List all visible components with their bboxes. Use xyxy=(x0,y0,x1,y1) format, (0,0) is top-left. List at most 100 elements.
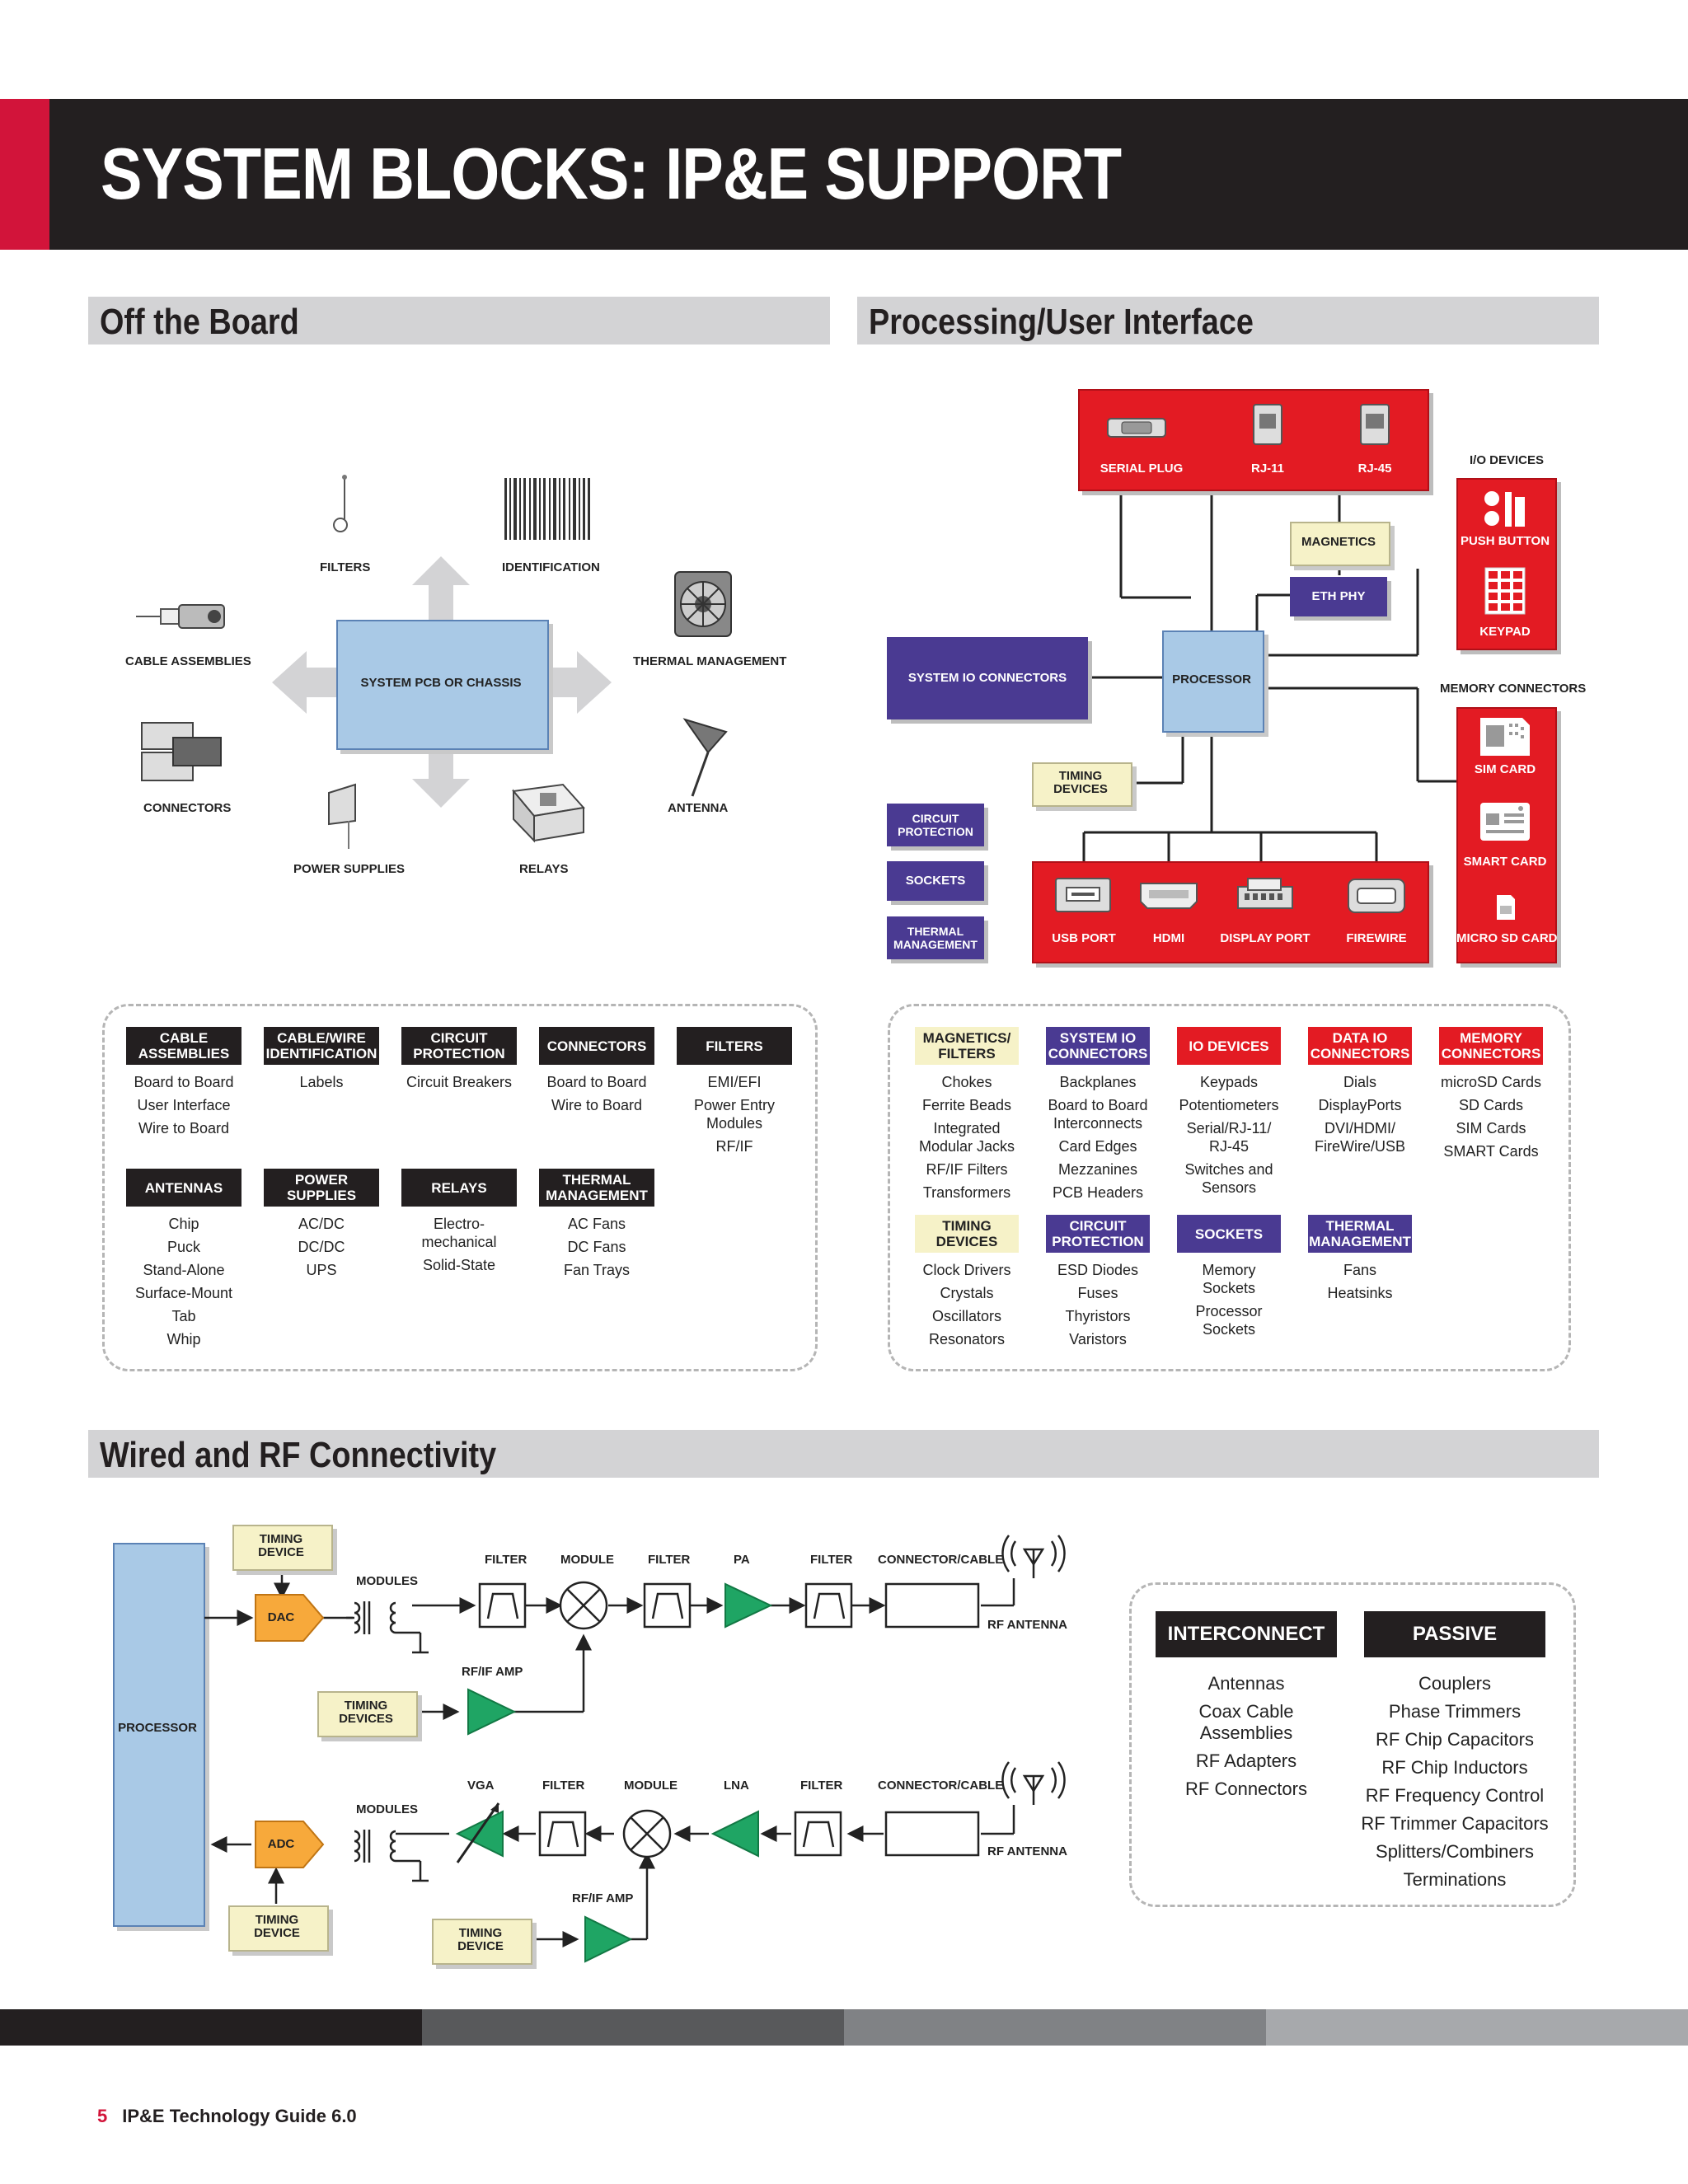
section-header-wired-rf: Wired and RF Connectivity xyxy=(88,1430,1599,1478)
rj11-icon xyxy=(1253,404,1282,445)
adc-shape xyxy=(255,1821,325,1868)
fan-icon xyxy=(674,571,732,637)
rj45-icon xyxy=(1360,404,1390,445)
category-item: Fuses xyxy=(1077,1285,1118,1301)
off-category-header: RELAYS xyxy=(401,1169,517,1207)
firewire-icon xyxy=(1348,879,1405,913)
connector-cable-box xyxy=(884,1582,980,1629)
magnetics-label: MAGNETICS xyxy=(1301,535,1376,549)
off-category-items: Circuit Breakers xyxy=(389,1073,529,1096)
category-item: RF Trimmer Capacitors xyxy=(1361,1813,1549,1834)
category-item: AC Fans xyxy=(567,1216,626,1232)
power-supply-icon xyxy=(328,783,356,849)
category-item: Splitters/Combiners xyxy=(1376,1841,1534,1862)
usb-port-icon xyxy=(1055,878,1111,912)
proc-category-header: SYSTEM IO CONNECTORS xyxy=(1046,1027,1150,1065)
proc-category-header: TIMING DEVICES xyxy=(915,1215,1019,1253)
dac-label: DAC xyxy=(267,1610,295,1624)
category-header-interconnect: INTERCONNECT xyxy=(1156,1611,1337,1657)
category-item: Couplers xyxy=(1418,1673,1492,1694)
category-item: Oscillators xyxy=(931,1308,1001,1324)
category-item: Puck xyxy=(166,1239,201,1255)
category-item: RF/IF xyxy=(715,1138,753,1155)
off-category-header: ANTENNAS xyxy=(126,1169,241,1207)
off-category-header: CONNECTORS xyxy=(539,1027,654,1065)
transformer-icon xyxy=(346,1601,429,1882)
category-item: Wire to Board xyxy=(551,1097,643,1113)
serial-plug-label: SERIAL PLUG xyxy=(1100,462,1184,476)
vga-label: VGA xyxy=(467,1779,495,1793)
connector-cable-label: CONNECTOR/CABLE xyxy=(878,1779,1004,1793)
title-banner: SYSTEM BLOCKS: IP&E SUPPORT xyxy=(0,99,1688,250)
section-title: Processing/User Interface xyxy=(869,302,1254,342)
category-item: Crystals xyxy=(940,1285,994,1301)
rj11-label: RJ-11 xyxy=(1250,462,1285,476)
io-devices-label: I/O DEVICES xyxy=(1470,453,1545,467)
circuit-protection-box xyxy=(887,804,984,846)
sim-card-icon xyxy=(1480,718,1530,756)
category-item: ESD Diodes xyxy=(1057,1262,1139,1278)
category-item: UPS xyxy=(306,1262,337,1278)
filter-label: FILTER xyxy=(485,1553,528,1567)
system-pcb-label: SYSTEM PCB OR CHASSIS xyxy=(360,676,522,690)
system-io-box xyxy=(887,637,1088,719)
category-item: DisplayPorts xyxy=(1318,1097,1402,1113)
keypad-icon xyxy=(1484,567,1526,615)
processor-box xyxy=(1162,630,1264,733)
category-item: Integrated Modular Jacks xyxy=(918,1120,1015,1155)
off-category-header: CABLE ASSEMBLIES xyxy=(126,1027,241,1065)
category-item: Clock Drivers xyxy=(922,1262,1011,1278)
vga-arrow-icon xyxy=(456,1802,500,1863)
push-button-icon xyxy=(1484,491,1525,527)
sockets-box xyxy=(887,861,984,901)
category-item: Stand-Alone xyxy=(143,1262,225,1278)
off-category-header: FILTERS xyxy=(677,1027,792,1065)
serial-plug-icon xyxy=(1107,418,1166,438)
processing-category-panel xyxy=(888,1004,1571,1371)
processor-label: PROCESSOR xyxy=(1172,673,1251,687)
timing-device-top-box xyxy=(232,1525,333,1571)
category-item: AC/DC xyxy=(298,1216,345,1232)
category-item: Wire to Board xyxy=(138,1120,230,1137)
category-item: Fan Trays xyxy=(563,1262,631,1278)
section-title: Wired and RF Connectivity xyxy=(100,1435,497,1475)
connector-icon xyxy=(141,722,222,781)
category-item: Keypads xyxy=(1199,1074,1259,1090)
display-port-icon xyxy=(1237,878,1293,909)
amplifier-icon xyxy=(455,1582,773,1963)
category-item: Potentiometers xyxy=(1179,1097,1279,1113)
category-item: Phase Trimmers xyxy=(1388,1701,1522,1722)
usb-port-label: USB PORT xyxy=(1052,931,1116,945)
modules-bottom-label: MODULES xyxy=(356,1802,418,1816)
proc-category-header: CIRCUIT PROTECTION xyxy=(1046,1215,1150,1253)
category-item: RF/IF Filters xyxy=(926,1161,1008,1178)
category-header-passive: PASSIVE xyxy=(1364,1611,1545,1657)
circuit-protection-label: CIRCUIT PROTECTION xyxy=(898,812,973,838)
adc-label: ADC xyxy=(267,1837,295,1851)
off-category-header: CABLE/WIRE IDENTIFICATION xyxy=(264,1027,379,1065)
micro-sd-icon xyxy=(1497,895,1515,920)
timing-device-bottom2-box xyxy=(432,1919,532,1965)
category-item: Memory Sockets xyxy=(1202,1262,1256,1296)
keypad-label: KEYPAD xyxy=(1479,625,1531,639)
category-item: Tab xyxy=(171,1308,196,1324)
identification-label: IDENTIFICATION xyxy=(502,560,600,574)
connector-cable-label: CONNECTOR/CABLE xyxy=(878,1553,1004,1567)
antenna-icon xyxy=(682,718,728,797)
footer-text: IP&E Technology Guide 6.0 xyxy=(122,2106,357,2126)
power-supplies-label: POWER SUPPLIES xyxy=(293,862,406,876)
sockets-label: SOCKETS xyxy=(905,874,966,888)
relay-icon xyxy=(512,783,585,843)
category-item: Ferrite Beads xyxy=(921,1097,1012,1113)
category-item: Power Entry Modules xyxy=(693,1097,776,1132)
category-item: Chip xyxy=(168,1216,199,1232)
